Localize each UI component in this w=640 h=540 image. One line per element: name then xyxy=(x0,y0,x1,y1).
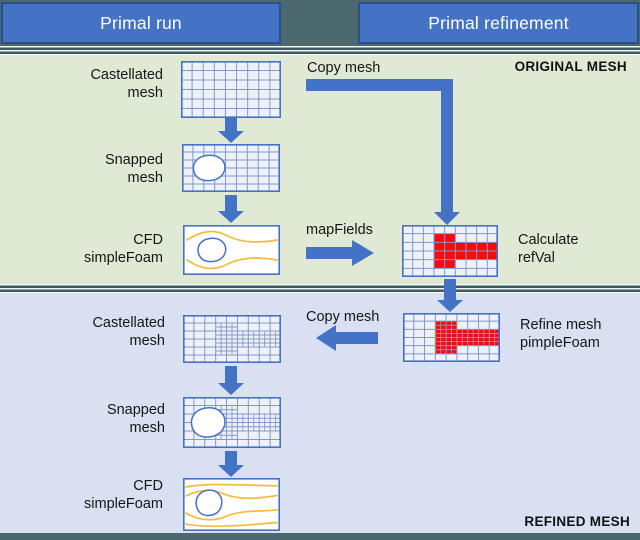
refined-mesh-tag: REFINED MESH xyxy=(524,514,630,529)
copy-mesh-elbow-arrowhead-icon xyxy=(434,212,460,225)
top-divider xyxy=(0,46,640,55)
refine-mesh-pimplefoam-label: Refine mesh pimpleFoam xyxy=(520,317,602,351)
down-arrow-snapped-to-cfd-original xyxy=(218,195,244,223)
mapfields-right-arrow xyxy=(306,240,374,266)
castellated-mesh-label-original: Castellated mesh xyxy=(90,67,163,101)
primal-refinement-header-label: Primal refinement xyxy=(428,12,569,33)
down-arrow-refval-to-refine xyxy=(437,279,463,312)
calculate-refval-label: Calculate refVal xyxy=(518,232,579,266)
mapfields-label: mapFields xyxy=(306,222,373,238)
down-arrow-castellated-to-snapped-refined xyxy=(218,366,244,395)
snapped-mesh-figure-refined xyxy=(183,397,281,448)
primal-run-header: Primal run xyxy=(1,2,281,44)
copy-mesh-left-arrow xyxy=(316,325,378,351)
original-mesh-section xyxy=(0,55,640,284)
calculate-refval-figure xyxy=(402,225,498,277)
cfd-simplefoam-label-original: CFD simpleFoam xyxy=(84,232,163,266)
snapped-mesh-label-original: Snapped mesh xyxy=(104,152,163,186)
copy-mesh-elbow-arrow-vertical xyxy=(441,79,453,213)
primal-run-header-label: Primal run xyxy=(100,12,182,33)
down-arrow-snapped-to-cfd-refined xyxy=(218,451,244,477)
cfd-simplefoam-figure-original xyxy=(183,225,280,275)
refined-mesh-section xyxy=(0,293,640,533)
original-mesh-tag: ORIGINAL MESH xyxy=(514,59,627,74)
refine-mesh-figure xyxy=(403,313,500,362)
castellated-mesh-figure-original xyxy=(181,61,281,118)
castellated-mesh-figure-refined xyxy=(183,315,281,363)
primal-refinement-header: Primal refinement xyxy=(358,2,639,44)
cfd-simplefoam-label-refined: CFD simpleFoam xyxy=(84,478,163,512)
section-divider xyxy=(0,284,640,293)
snapped-mesh-label-refined: Snapped mesh xyxy=(106,402,165,436)
copy-mesh-label-original: Copy mesh xyxy=(307,60,381,76)
copy-mesh-label-refined: Copy mesh xyxy=(306,309,380,325)
bottom-border-strip xyxy=(0,533,640,540)
down-arrow-castellated-to-snapped-original xyxy=(218,118,244,143)
cfd-simplefoam-figure-refined xyxy=(183,478,280,531)
copy-mesh-elbow-arrow-horizontal xyxy=(306,79,453,91)
castellated-mesh-label-refined: Castellated mesh xyxy=(92,315,165,349)
snapped-mesh-figure-original xyxy=(182,144,280,192)
